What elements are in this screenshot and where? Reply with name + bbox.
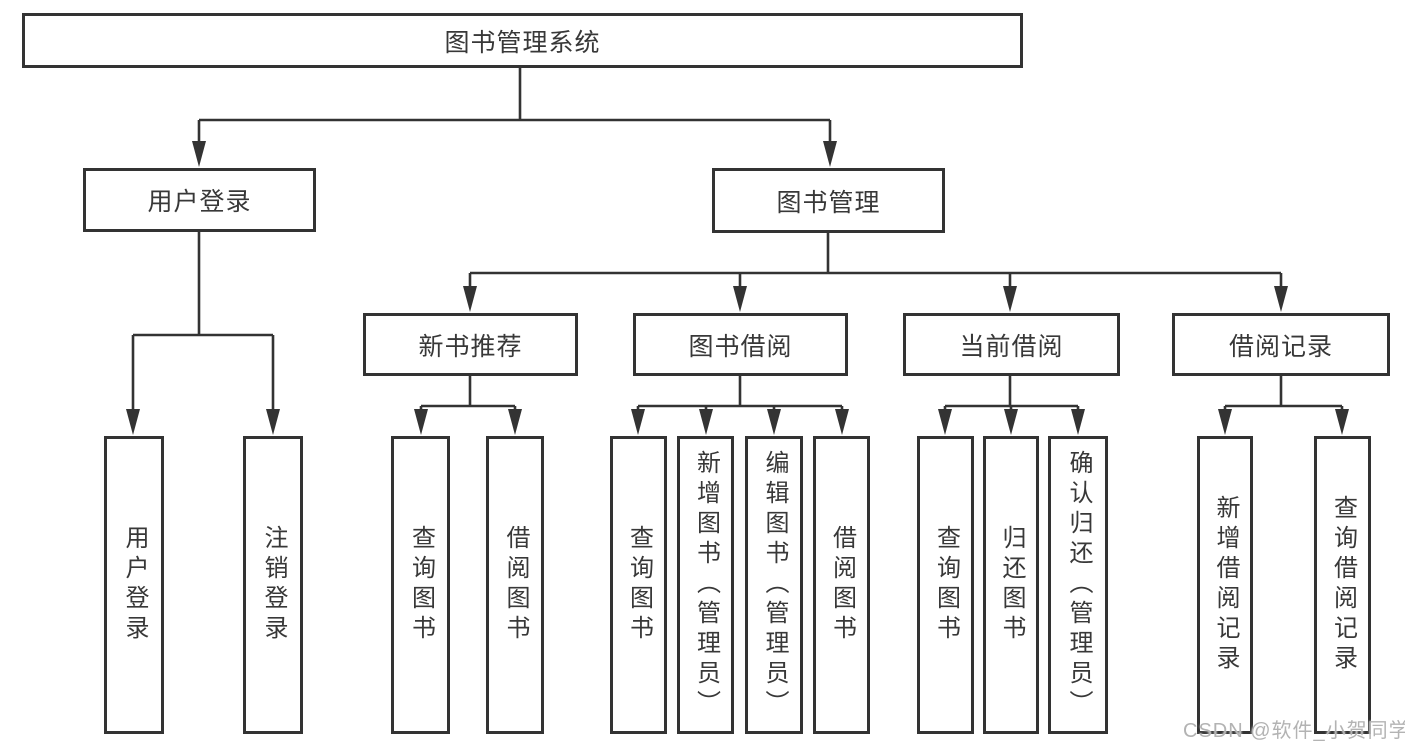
node-label: 图书管理: [776, 188, 881, 217]
node-label: 当前借阅: [959, 332, 1064, 361]
leaf-query-books-3: 查询图书: [917, 436, 974, 734]
node-label: 用户登录: [147, 188, 252, 216]
node-label: 查询借阅记录: [1329, 495, 1357, 675]
node-label: 新增图书（管理员）: [692, 450, 720, 720]
node-label: 注销登录: [260, 525, 287, 645]
node-new-book-recommend: 新书推荐: [363, 313, 578, 376]
leaf-add-books-admin: 新增图书（管理员）: [677, 436, 734, 734]
node-label: 用户登录: [121, 525, 148, 645]
leaf-query-books-2: 查询图书: [610, 436, 667, 734]
node-label: 查询图书: [407, 525, 435, 645]
node-label: 借阅记录: [1228, 332, 1333, 361]
node-user-login: 用户登录: [83, 168, 316, 232]
csdn-watermark: CSDN @软件_小贺同学: [1183, 720, 1405, 742]
node-label: 借阅图书: [828, 525, 856, 645]
node-label: 编辑图书（管理员）: [761, 450, 788, 720]
node-label: 新增借阅记录: [1212, 495, 1239, 675]
leaf-borrow-books-1: 借阅图书: [486, 436, 544, 734]
node-label: 图书管理系统: [444, 28, 601, 57]
leaf-user-login: 用户登录: [104, 436, 164, 734]
node-book-borrow: 图书借阅: [633, 313, 848, 376]
node-label: 确认归还（管理员）: [1065, 450, 1092, 720]
leaf-logout: 注销登录: [243, 436, 303, 734]
leaf-borrow-books-2: 借阅图书: [813, 436, 870, 734]
node-label: 借阅图书: [502, 525, 529, 645]
node-root-library-system: 图书管理系统: [22, 13, 1023, 68]
node-label: 查询图书: [932, 525, 960, 645]
leaf-confirm-return-admin: 确认归还（管理员）: [1048, 436, 1108, 734]
node-label: 归还图书: [998, 525, 1025, 645]
leaf-return-books: 归还图书: [983, 436, 1039, 734]
leaf-query-books-1: 查询图书: [391, 436, 450, 734]
node-label: 图书借阅: [688, 332, 793, 361]
node-book-management: 图书管理: [712, 168, 945, 233]
node-current-borrow: 当前借阅: [903, 313, 1120, 376]
node-label: 查询图书: [625, 525, 653, 645]
node-label: 新书推荐: [418, 332, 523, 361]
leaf-add-borrow-record: 新增借阅记录: [1197, 436, 1253, 734]
node-borrow-records: 借阅记录: [1172, 313, 1390, 376]
leaf-query-borrow-record: 查询借阅记录: [1314, 436, 1371, 734]
leaf-edit-books-admin: 编辑图书（管理员）: [745, 436, 803, 734]
